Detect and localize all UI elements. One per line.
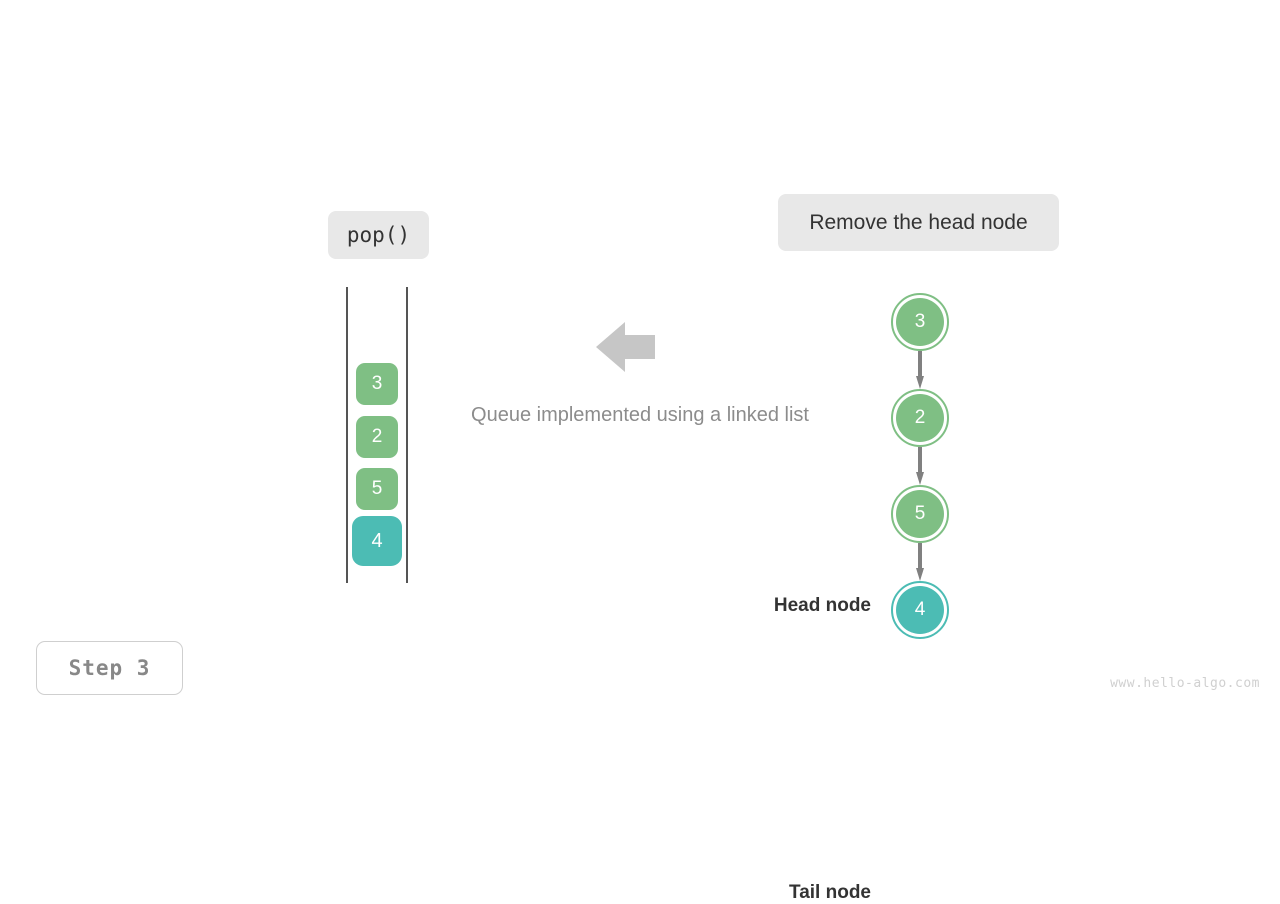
list-edge-arrow-icon xyxy=(916,447,924,485)
list-node-tail: 4 xyxy=(891,581,949,639)
queue-column: 3 2 5 4 xyxy=(340,280,416,590)
list-node-value: 2 xyxy=(896,394,944,442)
list-node: 2 xyxy=(891,389,949,447)
queue-rail-right xyxy=(406,287,408,583)
queue-cell-tail: 4 xyxy=(352,516,402,566)
step-badge: Step 3 xyxy=(36,641,183,695)
list-node-value: 5 xyxy=(896,490,944,538)
operation-label: pop() xyxy=(328,211,429,259)
list-node-value: 4 xyxy=(896,586,944,634)
watermark: www.hello-algo.com xyxy=(1110,676,1260,691)
list-node-value: 3 xyxy=(896,298,944,346)
tail-node-label: Tail node xyxy=(789,882,871,903)
linked-list-diagram: Head node Tail node 3 2 5 4 xyxy=(740,285,990,903)
head-node-label: Head node xyxy=(773,595,871,616)
diagram-caption: Queue implemented using a linked list xyxy=(471,404,809,426)
queue-rail-left xyxy=(346,287,348,583)
list-node-head: 3 xyxy=(891,293,949,351)
list-node: 5 xyxy=(891,485,949,543)
queue-cell: 3 xyxy=(356,363,398,405)
action-description-label: Remove the head node xyxy=(778,194,1059,251)
queue-cell: 5 xyxy=(356,468,398,510)
list-edge-arrow-icon xyxy=(916,351,924,389)
arrow-left-icon xyxy=(596,322,655,372)
queue-cell: 2 xyxy=(356,416,398,458)
list-edge-arrow-icon xyxy=(916,543,924,581)
